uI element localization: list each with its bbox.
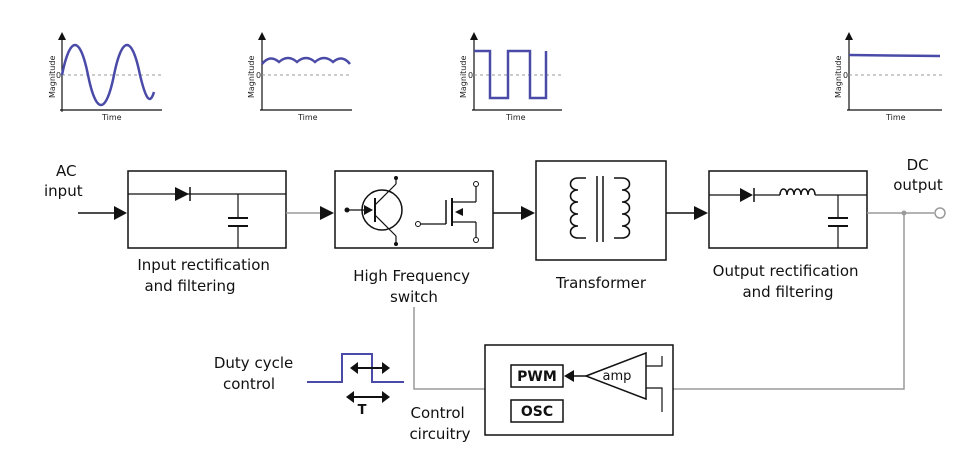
hf-switch-label: High Frequency switch: [353, 267, 475, 306]
wave2-xlabel: Time: [297, 113, 318, 122]
arrow-1-2: [320, 206, 334, 220]
inductor-icon: [779, 188, 816, 196]
control-circuitry-block: PWM OSC amp: [484, 344, 674, 436]
waveform-sine: Magnitude 0 Time: [48, 32, 162, 122]
transformer-label: Transformer: [555, 274, 647, 292]
waveform-rectified: Magnitude 0 Time: [247, 32, 352, 122]
dc-output-label: DC output: [893, 156, 943, 194]
input-rectifier-label: Input rectification and filtering: [137, 256, 274, 295]
feedback-line: [673, 213, 905, 390]
hf-switch-block: [334, 170, 494, 249]
control-circuitry-label: Control circuitry: [409, 404, 470, 443]
duty-cycle-label: Duty cycle control: [214, 354, 298, 393]
arrow-ac-in: [114, 206, 127, 220]
amplifier-icon: [583, 351, 647, 401]
waveform-dc: Magnitude 0 Time: [834, 32, 942, 122]
diode-out-icon: [740, 188, 753, 202]
output-rectifier-label: Output rectification and filtering: [713, 262, 864, 301]
wave4-ylabel: Magnitude: [834, 56, 843, 98]
wave1-zero: 0: [56, 71, 61, 80]
wave1-xlabel: Time: [101, 113, 122, 122]
output-terminal: [934, 207, 946, 219]
diode-icon: [175, 187, 189, 201]
period-label: T: [358, 403, 367, 418]
arrow-2-3: [521, 206, 535, 220]
waveform-square: Magnitude 0 Time: [459, 32, 562, 122]
wave3-xlabel: Time: [505, 113, 526, 122]
wave1-ylabel: Magnitude: [48, 56, 57, 98]
pwm-box: [510, 364, 564, 388]
transformer-block: [535, 160, 667, 261]
osc-box: [510, 399, 564, 423]
duty-pulse: [307, 353, 404, 383]
wave4-zero: 0: [843, 71, 848, 80]
wave2-zero: 0: [256, 71, 261, 80]
wave3-zero: 0: [468, 71, 473, 80]
arrow-3-4: [694, 206, 708, 220]
coil-icon: [569, 177, 586, 239]
ac-input-label: AC input: [44, 162, 83, 200]
control-link: [413, 307, 485, 390]
input-rectifier-block: [127, 170, 287, 249]
wave4-xlabel: Time: [885, 113, 906, 122]
amp-label: amp: [603, 369, 632, 384]
pwm-label: PWM: [517, 369, 557, 385]
wave3-ylabel: Magnitude: [459, 56, 468, 98]
wave2-ylabel: Magnitude: [247, 56, 256, 98]
osc-label: OSC: [521, 404, 553, 420]
output-rectifier-block: [708, 170, 868, 249]
